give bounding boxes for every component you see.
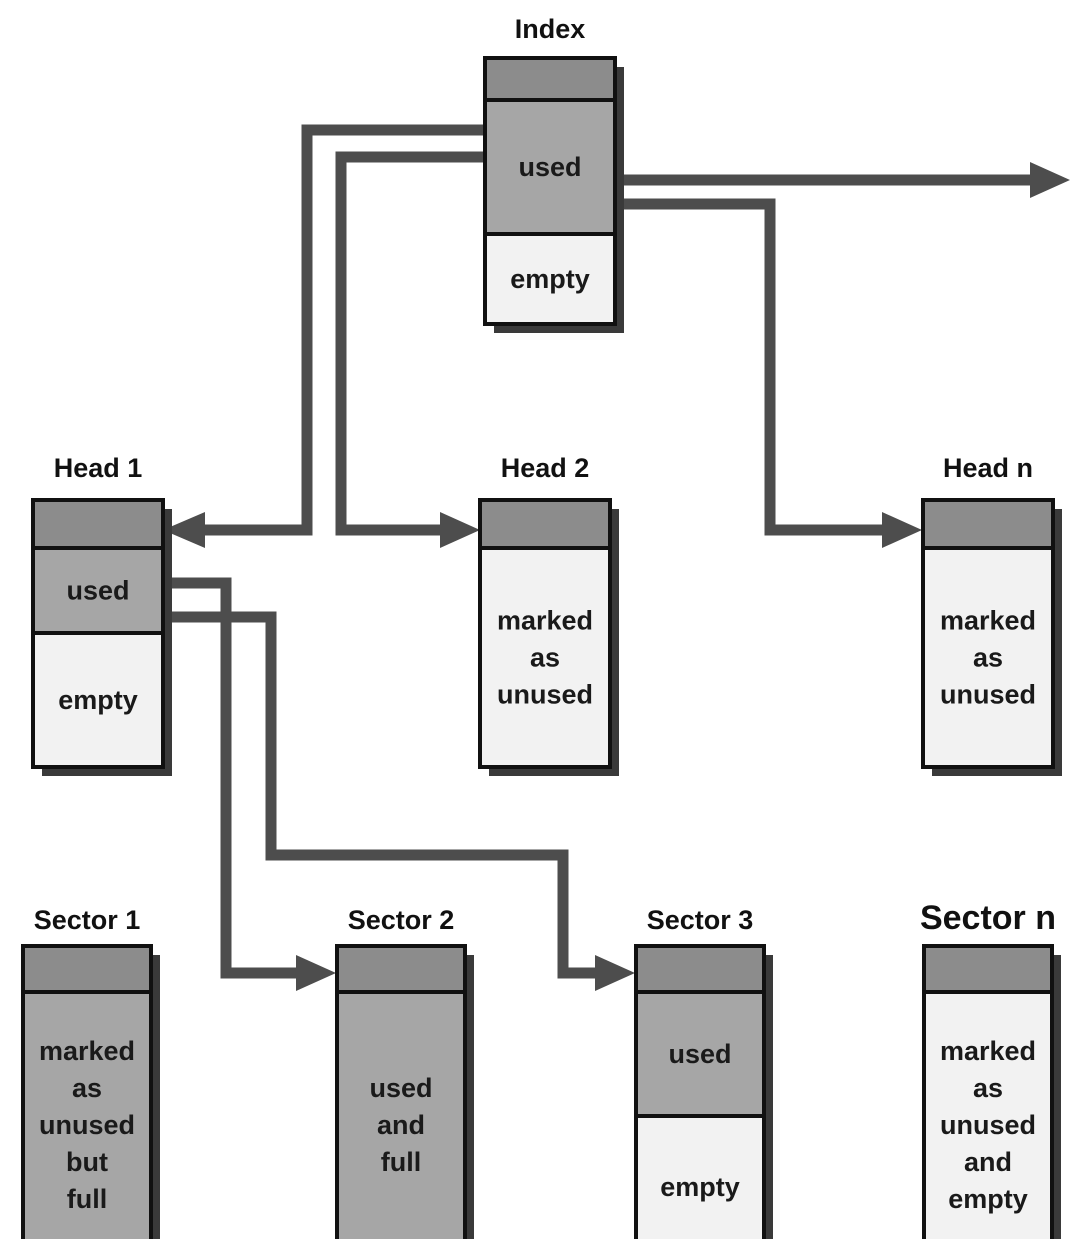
sectorn-cell-header	[924, 946, 1052, 992]
sector1-cell-text: full	[67, 1184, 108, 1214]
arrowhead-icon	[163, 512, 205, 548]
sector3-cell-used	[636, 992, 764, 1116]
sector1-cell-used	[23, 992, 151, 1239]
connectors	[163, 124, 1070, 991]
head1-cell-header	[33, 500, 163, 548]
sectorn-title: Sector n	[920, 899, 1056, 937]
sector1-cell-text: unused	[39, 1110, 135, 1140]
sector2-title: Sector 2	[348, 905, 455, 935]
headn-cell-empty	[923, 548, 1053, 767]
head2-cell-text: marked	[497, 606, 593, 636]
sector2-outline	[335, 944, 467, 1239]
arrowhead-icon	[440, 512, 480, 548]
head1-outline	[31, 498, 165, 769]
head2-cell-empty	[480, 548, 610, 767]
head1-cell-empty	[33, 633, 163, 767]
headn-cell-text: marked	[940, 606, 1036, 636]
sector3-cell-header	[636, 946, 764, 992]
sector2-cell-text: full	[381, 1147, 422, 1177]
sector2-cell-header	[337, 946, 465, 992]
sector1-block: Sector 1 marked as unused but full	[21, 905, 160, 1239]
head2-outline	[478, 498, 612, 769]
sector3-cell-empty	[636, 1116, 764, 1239]
head2-title: Head 2	[501, 453, 590, 483]
sectorn-cell-text: and	[964, 1147, 1012, 1177]
index-to-head2-arrow	[335, 151, 485, 548]
head1-block: Head 1 used empty	[31, 453, 172, 776]
sectorn-cell-text: marked	[940, 1036, 1036, 1066]
arrowhead-icon	[296, 955, 336, 991]
sector3-cell-text: used	[668, 1039, 731, 1069]
index-cell-text: empty	[510, 264, 590, 294]
head1-cell-text: empty	[58, 685, 138, 715]
sectorn-cell-text: empty	[948, 1184, 1028, 1214]
sector3-block: Sector 3 used empty	[634, 905, 773, 1239]
arrowhead-icon	[595, 955, 635, 991]
sectorn-cell-empty	[924, 992, 1052, 1239]
sector3-outline	[634, 944, 766, 1239]
arrowhead-icon	[1030, 162, 1070, 198]
index-cell-used	[485, 100, 615, 234]
index-cell-header	[485, 58, 615, 100]
head1-to-sector2-line	[163, 577, 296, 979]
sector3-title: Sector 3	[647, 905, 754, 935]
headn-outline	[921, 498, 1055, 769]
head1-to-sector3-arrow	[163, 611, 635, 991]
headn-block: Head n marked as unused	[921, 453, 1062, 776]
sector2-cell-text: and	[377, 1110, 425, 1140]
index-title: Index	[515, 14, 586, 44]
head1-title: Head 1	[54, 453, 143, 483]
sector1-outline	[21, 944, 153, 1239]
sector1-cell-text: marked	[39, 1036, 135, 1066]
sector1-title: Sector 1	[34, 905, 141, 935]
index-to-headn-arrow	[615, 198, 922, 548]
sector2-block: Sector 2 used and full	[335, 905, 474, 1239]
sector1-cell-text: as	[72, 1073, 102, 1103]
index-to-head1-line	[205, 124, 485, 536]
head2-cell-text: unused	[497, 680, 593, 710]
headn-title: Head n	[943, 453, 1033, 483]
sector1-cell-text: but	[66, 1147, 108, 1177]
sectorn-cell-text: as	[973, 1073, 1003, 1103]
index-cell-empty	[485, 234, 615, 324]
index-cell-text: used	[518, 152, 581, 182]
index-block: Index used empty	[483, 14, 624, 333]
headn-cell-text: as	[973, 643, 1003, 673]
sectorn-cell-text: unused	[940, 1110, 1036, 1140]
sector2-cell-text: used	[369, 1073, 432, 1103]
sectorn-outline	[922, 944, 1054, 1239]
sector2-cell-used	[337, 992, 465, 1239]
index-to-next-arrow	[615, 162, 1070, 198]
headn-cell-text: unused	[940, 680, 1036, 710]
head2-block: Head 2 marked as unused	[478, 453, 619, 776]
sector1-cell-header	[23, 946, 151, 992]
head1-cell-text: used	[66, 576, 129, 606]
index-to-head2-line	[335, 151, 485, 536]
sectorn-block: Sector n marked as unused and empty	[920, 899, 1061, 1239]
head1-cell-used	[33, 548, 163, 633]
sector3-cell-text: empty	[660, 1172, 740, 1202]
arrowhead-icon	[882, 512, 922, 548]
index-to-headn-line	[615, 198, 882, 536]
headn-cell-header	[923, 500, 1053, 548]
head2-cell-text: as	[530, 643, 560, 673]
index-to-head1-arrow	[163, 124, 485, 548]
head1-to-sector3-line	[163, 611, 595, 979]
index-outline	[483, 56, 617, 326]
head1-to-sector2-arrow	[163, 577, 336, 991]
head2-cell-header	[480, 500, 610, 548]
